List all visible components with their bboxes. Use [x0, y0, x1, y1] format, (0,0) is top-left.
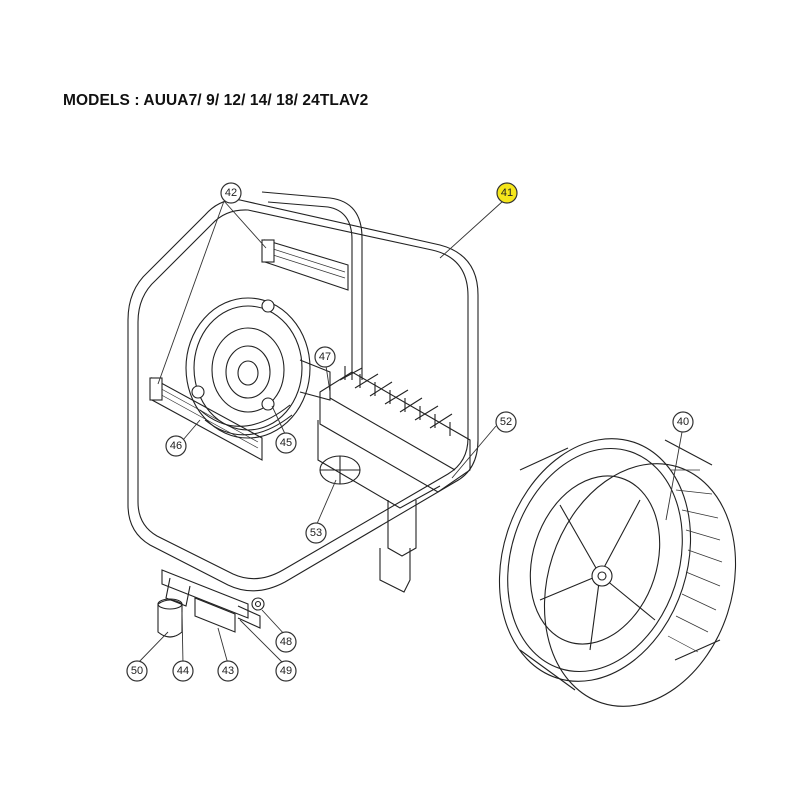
callout-label-40: 40 [677, 416, 689, 428]
callout-label-45: 45 [280, 437, 292, 449]
control-box-drawing [317, 366, 471, 593]
callout-40[interactable]: 40 [672, 411, 694, 433]
callout-48[interactable]: 48 [275, 631, 297, 653]
callout-45[interactable]: 45 [275, 432, 297, 454]
callout-label-41: 41 [501, 187, 513, 199]
callout-43[interactable]: 43 [217, 660, 239, 682]
callout-49[interactable]: 49 [275, 660, 297, 682]
callout-label-46: 46 [170, 440, 182, 452]
callout-42[interactable]: 42 [220, 182, 242, 204]
callout-44[interactable]: 44 [172, 660, 194, 682]
motor-drawing [185, 297, 331, 439]
callout-label-49: 49 [280, 665, 292, 677]
callout-label-43: 43 [222, 665, 234, 677]
callout-47[interactable]: 47 [314, 346, 336, 368]
callout-label-50: 50 [131, 665, 143, 677]
callout-52[interactable]: 52 [495, 411, 517, 433]
callout-53[interactable]: 53 [305, 522, 327, 544]
callout-label-53: 53 [310, 527, 322, 539]
callout-label-52: 52 [500, 416, 512, 428]
callout-46[interactable]: 46 [165, 435, 187, 457]
leader-lines [136, 200, 683, 667]
page-title: MODELS : AUUA7/ 9/ 12/ 14/ 18/ 24TLAV2 [63, 92, 369, 109]
callout-label-42: 42 [225, 187, 237, 199]
callout-label-48: 48 [280, 636, 292, 648]
blower-wheel-drawing [498, 438, 737, 707]
callout-label-47: 47 [319, 351, 331, 363]
drain-parts-drawing [157, 569, 265, 638]
callout-50[interactable]: 50 [126, 660, 148, 682]
callout-label-44: 44 [177, 665, 189, 677]
housing-drawing [127, 191, 479, 592]
callout-41[interactable]: 41 [496, 182, 518, 204]
